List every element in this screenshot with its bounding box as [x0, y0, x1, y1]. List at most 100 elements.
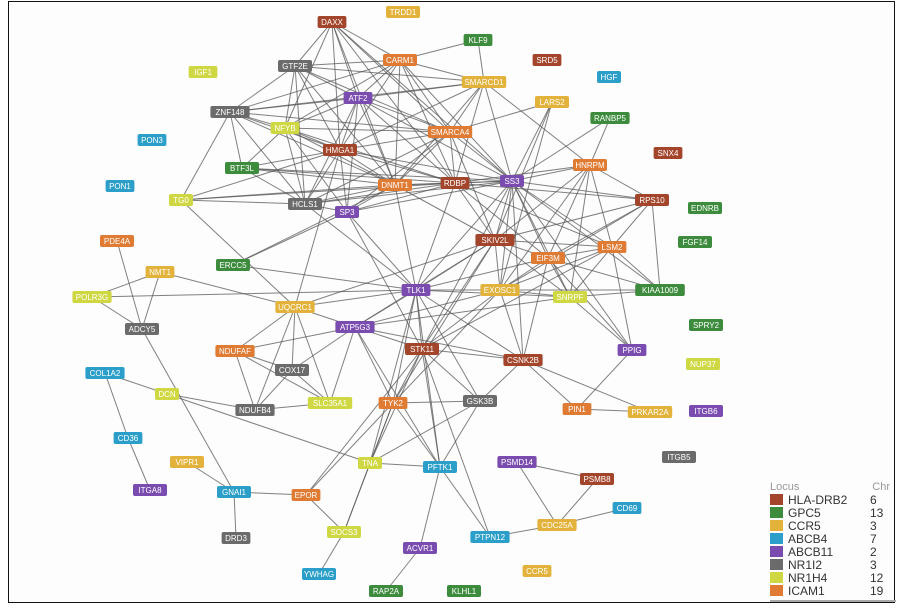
- edge-eif3m-ppig: [547, 257, 633, 351]
- node-slc35a1[interactable]: SLC35A1: [307, 397, 353, 409]
- node-box: [423, 461, 457, 473]
- node-skiv2l[interactable]: SKIV2L: [475, 234, 515, 246]
- node-ndufb4[interactable]: NDUFB4: [235, 404, 275, 416]
- node-tg0[interactable]: TG0: [169, 194, 193, 206]
- edge-hnrpm-eif3m: [547, 164, 591, 259]
- node-label: PON3: [141, 136, 163, 145]
- node-pftk1[interactable]: PFTK1: [423, 461, 457, 473]
- node-ercc5[interactable]: ERCC5: [216, 259, 250, 271]
- node-ndufaf[interactable]: NDUFAF: [215, 345, 255, 357]
- node-cd36[interactable]: CD36: [113, 432, 143, 444]
- node-tyk2[interactable]: TYK2: [378, 397, 408, 409]
- node-box: [278, 60, 312, 72]
- edge-socs3-ywhag: [318, 531, 345, 575]
- node-eif3m[interactable]: EIF3M: [531, 252, 565, 264]
- node-label: VIPR1: [175, 458, 199, 467]
- edge-ss3-lsm2: [511, 180, 613, 248]
- node-nfyb[interactable]: NFYB: [270, 122, 300, 134]
- node-hcls1[interactable]: HCLS1: [288, 198, 322, 210]
- node-tlk1[interactable]: TLK1: [401, 284, 431, 296]
- node-vipr1[interactable]: VIPR1: [170, 456, 204, 468]
- node-srd5[interactable]: SRD5: [532, 54, 562, 66]
- node-daxx[interactable]: DAXX: [317, 16, 347, 28]
- node-rdbp[interactable]: RDBP: [440, 177, 470, 189]
- node-nup37[interactable]: NUP37: [686, 358, 720, 370]
- node-atp5g3[interactable]: ATP5G3: [335, 321, 375, 333]
- node-uqcrc1[interactable]: UQCRC1: [275, 301, 315, 313]
- node-ednrb[interactable]: EDNRB: [688, 202, 722, 214]
- node-znf148[interactable]: ZNF148: [210, 106, 250, 118]
- node-nmt1[interactable]: NMT1: [145, 266, 175, 278]
- node-pin1[interactable]: PIN1: [562, 403, 592, 415]
- node-smarca4[interactable]: SMARCA4: [427, 126, 473, 138]
- node-igf1[interactable]: IGF1: [188, 66, 218, 78]
- node-trdd1[interactable]: TRDD1: [386, 6, 420, 18]
- node-exosc1[interactable]: EXOSC1: [480, 284, 520, 296]
- node-cox17[interactable]: COX17: [275, 364, 309, 376]
- node-pde4a[interactable]: PDE4A: [100, 235, 134, 247]
- node-carm1[interactable]: CARM1: [383, 54, 417, 66]
- edge-lars2-exosc1: [499, 101, 553, 291]
- node-ranbp5[interactable]: RANBP5: [590, 112, 630, 124]
- node-epor[interactable]: EPOR: [291, 489, 321, 501]
- node-ppig[interactable]: PPIG: [617, 344, 647, 356]
- node-kiaa1009[interactable]: KIAA1009: [635, 284, 685, 296]
- node-klhl1[interactable]: KLHL1: [447, 585, 481, 597]
- node-box: [427, 126, 473, 138]
- node-polr3g[interactable]: POLR3G: [72, 291, 112, 303]
- node-ywhag[interactable]: YWHAG: [302, 568, 336, 580]
- node-ss3[interactable]: SS3: [500, 175, 524, 187]
- node-hmga1[interactable]: HMGA1: [323, 144, 357, 156]
- node-csnk2b[interactable]: CSNK2B: [503, 354, 543, 366]
- node-gtf2e[interactable]: GTF2E: [278, 60, 312, 72]
- edge-nmt1-adcy5: [141, 271, 161, 330]
- node-fgf14[interactable]: FGF14: [678, 236, 712, 248]
- node-label: CD36: [118, 434, 139, 443]
- node-snx4[interactable]: SNX4: [653, 147, 683, 159]
- node-lsm2[interactable]: LSM2: [597, 241, 627, 253]
- node-dnmt1[interactable]: DNMT1: [378, 179, 412, 191]
- node-tna[interactable]: TNA: [358, 457, 382, 469]
- node-drd3[interactable]: DRD3: [221, 532, 251, 544]
- node-itgb5[interactable]: ITGB5: [662, 451, 696, 463]
- node-rps10[interactable]: RPS10: [635, 194, 669, 206]
- node-klf9[interactable]: KLF9: [463, 34, 493, 46]
- node-box: [145, 266, 175, 278]
- node-itga8[interactable]: ITGA8: [133, 484, 167, 496]
- node-smarcd1[interactable]: SMARCD1: [461, 76, 507, 88]
- node-hgf[interactable]: HGF: [597, 71, 621, 83]
- node-rap2a[interactable]: RAP2A: [369, 585, 403, 597]
- node-lars2[interactable]: LARS2: [535, 96, 569, 108]
- node-psmd14[interactable]: PSMD14: [497, 456, 537, 468]
- node-stk11[interactable]: STK11: [405, 343, 439, 355]
- node-itgb6[interactable]: ITGB6: [689, 405, 723, 417]
- node-gnai1[interactable]: GNAI1: [217, 486, 251, 498]
- node-adcy5[interactable]: ADCY5: [125, 323, 159, 335]
- node-atf2[interactable]: ATF2: [343, 92, 373, 104]
- node-psmb8[interactable]: PSMB8: [580, 473, 614, 485]
- node-gsk3b[interactable]: GSK3B: [463, 395, 497, 407]
- node-cd69[interactable]: CD69: [612, 502, 642, 514]
- node-hnrpm[interactable]: HNRPM: [573, 159, 607, 171]
- node-cdc25a[interactable]: CDC25A: [537, 519, 577, 531]
- node-ptpn12[interactable]: PTPN12: [470, 531, 510, 543]
- node-dcn[interactable]: DCN: [155, 388, 179, 400]
- node-socs3[interactable]: SOCS3: [327, 526, 361, 538]
- node-prkar2a[interactable]: PRKAR2A: [627, 406, 673, 418]
- edge-stk11-gsk3b: [421, 348, 481, 402]
- node-snrpf[interactable]: SNRPF: [553, 291, 587, 303]
- node-ccr5[interactable]: CCR5: [522, 565, 552, 577]
- node-btf3l[interactable]: BTF3L: [225, 162, 259, 174]
- edge-atf2-dnmt1: [357, 97, 396, 186]
- node-acvr1[interactable]: ACVR1: [403, 542, 437, 554]
- edge-hmga1-sp3: [339, 149, 348, 213]
- node-pon3[interactable]: PON3: [137, 134, 167, 146]
- node-col1a2[interactable]: COL1A2: [85, 367, 125, 379]
- node-box: [335, 321, 375, 333]
- edge-gtf2e-nfyb: [284, 65, 296, 129]
- node-spry2[interactable]: SPRY2: [689, 319, 723, 331]
- node-pon1[interactable]: PON1: [105, 180, 135, 192]
- node-sp3[interactable]: SP3: [335, 206, 359, 218]
- node-box: [343, 92, 373, 104]
- node-box: [686, 358, 720, 370]
